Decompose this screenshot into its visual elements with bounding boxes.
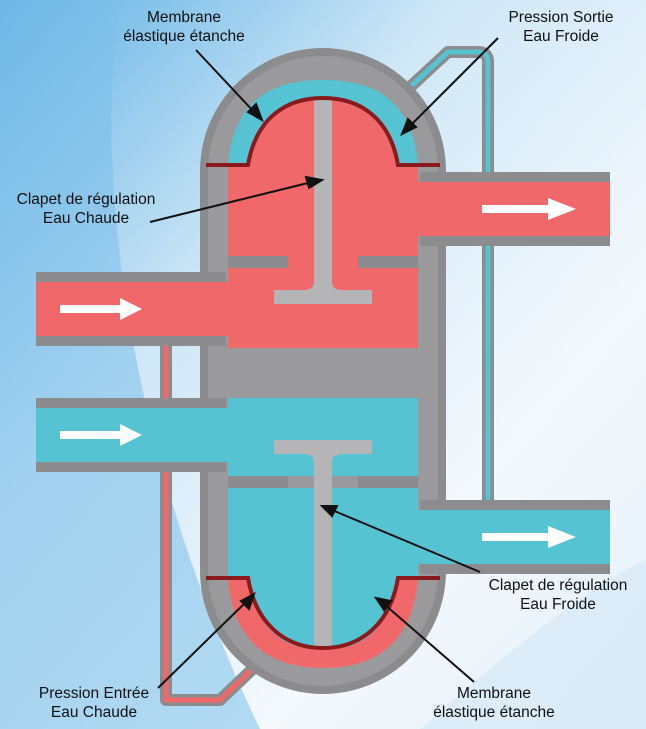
leader-pression-entree-head — [239, 591, 256, 611]
chamber-divider — [208, 348, 438, 398]
hot-inlet-arrow — [60, 298, 142, 320]
background-swoosh-light — [420, 560, 646, 729]
hot-pressure-tube-core — [163, 330, 264, 703]
hot-seat-left — [228, 256, 288, 268]
leader-clapet-chaude-head — [304, 175, 325, 190]
hot-seat-right — [358, 256, 418, 268]
leader-clapet-froide-head — [319, 505, 339, 518]
leader-pression-sortie-head — [400, 117, 418, 137]
label-clapet-chaude-line1: Clapet de régulation — [16, 191, 156, 208]
hot-outlet-arrow — [482, 198, 576, 220]
hot-pressure-chamber-bottom — [228, 578, 418, 668]
label-membrane-bottom-line2: élastique étanche — [433, 704, 555, 721]
cold-pressure-tube-core — [394, 49, 491, 510]
label-pression-sortie: Pression Sortie Eau Froide — [486, 8, 636, 46]
cold-inlet-arrow — [60, 424, 142, 446]
label-pression-sortie-line1: Pression Sortie — [508, 9, 614, 26]
label-membrane-top-line1: Membrane — [146, 9, 222, 26]
leader-pression-entree — [157, 599, 249, 689]
leader-lines — [149, 37, 499, 689]
label-clapet-chaude: Clapet de régulation Eau Chaude — [2, 190, 170, 228]
cold-pressure-chamber-top — [228, 80, 418, 165]
label-membrane-top-line2: élastique étanche — [123, 28, 245, 45]
label-membrane-bottom-line1: Membrane — [456, 685, 532, 702]
cold-seat-right — [358, 476, 418, 488]
label-pression-entree-line1: Pression Entrée — [38, 685, 150, 702]
leader-membrane-top-head — [246, 102, 264, 123]
leader-membrane-bottom — [383, 603, 475, 683]
leader-pression-sortie — [407, 37, 499, 129]
label-clapet-froide-line1: Clapet de régulation — [488, 577, 628, 594]
background-swoosh — [0, 0, 260, 729]
leader-clapet-chaude — [149, 181, 313, 223]
leader-membrane-top — [195, 49, 257, 115]
cold-seat-left — [228, 476, 288, 488]
label-pression-sortie-line2: Eau Froide — [523, 28, 599, 45]
label-clapet-froide: Clapet de régulation Eau Froide — [474, 576, 642, 614]
label-membrane-bottom: Membrane élastique étanche — [404, 684, 584, 722]
leader-clapet-froide — [331, 509, 481, 573]
membrane-top-line — [206, 95, 440, 167]
label-clapet-chaude-line2: Eau Chaude — [42, 210, 130, 227]
hot-regulation-valve — [274, 100, 372, 304]
label-pression-entree-line2: Eau Chaude — [50, 704, 138, 721]
cold-regulation-valve — [274, 440, 372, 648]
label-membrane-top: Membrane élastique étanche — [86, 8, 282, 46]
label-pression-entree: Pression Entrée Eau Chaude — [14, 684, 174, 722]
label-clapet-froide-line2: Eau Froide — [520, 596, 596, 613]
cold-outlet-arrow — [482, 526, 576, 548]
leader-membrane-bottom-head — [373, 596, 393, 612]
